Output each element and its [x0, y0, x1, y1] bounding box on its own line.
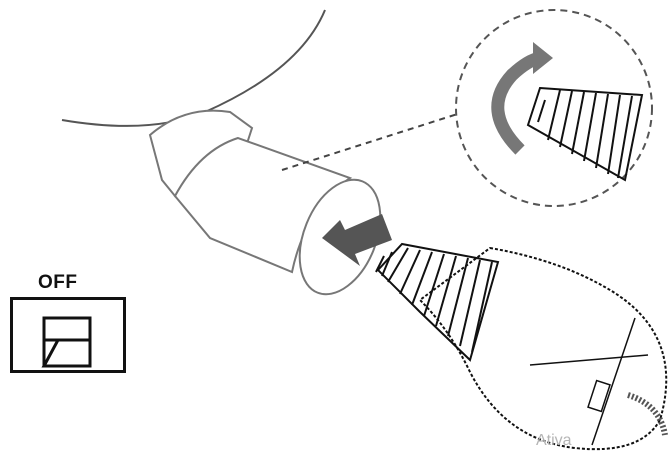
insert-arrow-icon [322, 214, 392, 266]
rocker-switch-glyph [41, 316, 92, 368]
switch-off-label: OFF [38, 272, 78, 293]
thread-detail-outline [526, 86, 644, 182]
lamp-socket [148, 109, 382, 296]
bulb-base-threads [375, 242, 500, 362]
socket-body [173, 136, 353, 274]
rotate-arrow-arc [491, 51, 542, 155]
light-bulb [375, 242, 668, 451]
curved-arrow-counterclockwise-icon [491, 42, 553, 155]
detail-circle [455, 9, 653, 207]
bulb-filament [529, 317, 649, 446]
bulb-thread-detail [526, 86, 644, 182]
watermark-text: Ativa [536, 432, 572, 449]
rotate-arrow-head [533, 42, 553, 74]
bulb-base-tip [627, 392, 668, 436]
